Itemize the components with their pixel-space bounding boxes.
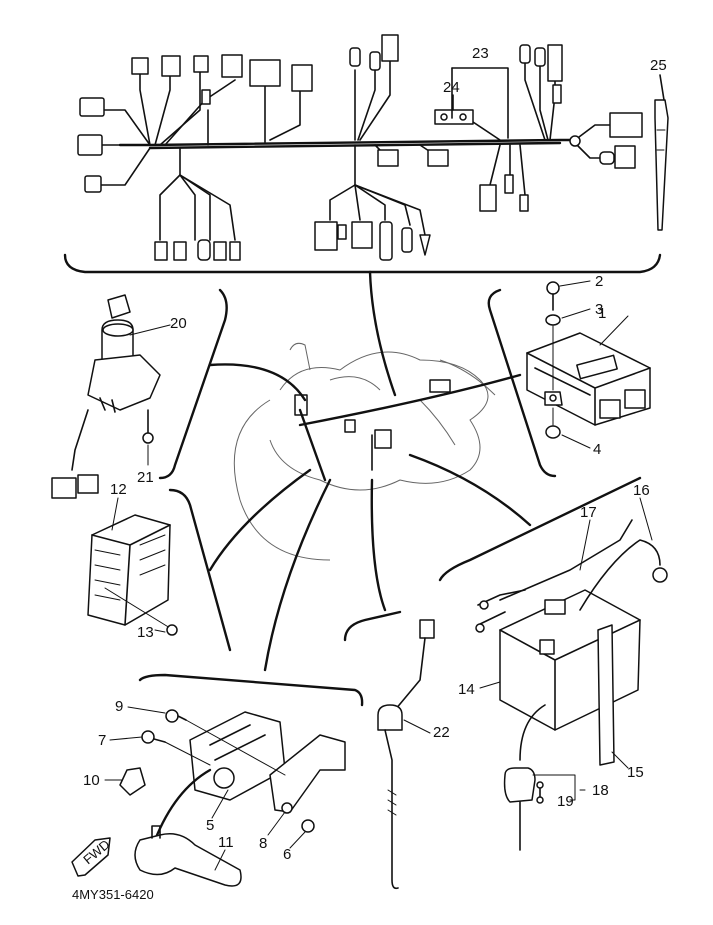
- battery: [475, 519, 668, 766]
- callout-6: 6: [283, 846, 291, 863]
- callout-4: 4: [593, 441, 601, 458]
- spark-plug-cap: [134, 825, 242, 887]
- callout-20: 20: [170, 315, 187, 332]
- callout-11: 11: [218, 834, 234, 851]
- harness-connectors: [77, 34, 643, 261]
- cable-band: [654, 99, 669, 231]
- cdi-bracket: [487, 288, 557, 478]
- callout-2: 2: [595, 273, 603, 290]
- battery-bracket: [438, 476, 642, 582]
- frame-silhouette: [233, 342, 496, 561]
- callout-17: 17: [580, 504, 597, 521]
- callout-15: 15: [627, 764, 644, 781]
- rectifier-regulator: [87, 514, 178, 636]
- wire-harness: [94, 54, 611, 241]
- callout-23-leader: [451, 67, 509, 139]
- callout-8: 8: [259, 835, 267, 852]
- callout-16: 16: [633, 482, 650, 499]
- callout-13: 13: [137, 624, 154, 641]
- callout-3: 3: [595, 301, 603, 318]
- main-switch: [51, 294, 161, 499]
- callout-12: 12: [110, 481, 127, 498]
- callout-19: 19: [557, 793, 574, 810]
- starter-relay: [503, 704, 576, 851]
- callout-1: 1: [598, 305, 606, 322]
- drawing-code: 4MY351-6420: [72, 887, 154, 902]
- callout-10: 10: [83, 772, 100, 789]
- callout-labels: 1 2 3 4 5 6 7 8 9 10 11 12 13 14 15 16 1…: [83, 45, 667, 863]
- neutral-switch: [377, 619, 435, 890]
- fwd-arrow-icon: FWD: [71, 837, 113, 877]
- callout-14: 14: [458, 681, 475, 698]
- callout-9: 9: [115, 698, 123, 715]
- callout-21: 21: [137, 469, 154, 486]
- harness-group-bracket: [63, 253, 662, 274]
- callout-7: 7: [98, 732, 106, 749]
- callout-22: 22: [433, 724, 450, 741]
- callout-25: 25: [650, 57, 667, 74]
- callout-24: 24: [443, 79, 460, 96]
- callout-5: 5: [206, 817, 214, 834]
- ignition-coil-assembly: [119, 709, 346, 842]
- main-switch-bracket: [158, 288, 228, 480]
- leader-lines: [104, 280, 653, 871]
- coil-bracket: [138, 673, 364, 707]
- callout-23: 23: [472, 45, 489, 62]
- cdi-unit: [526, 281, 651, 439]
- callout-18: 18: [592, 782, 609, 799]
